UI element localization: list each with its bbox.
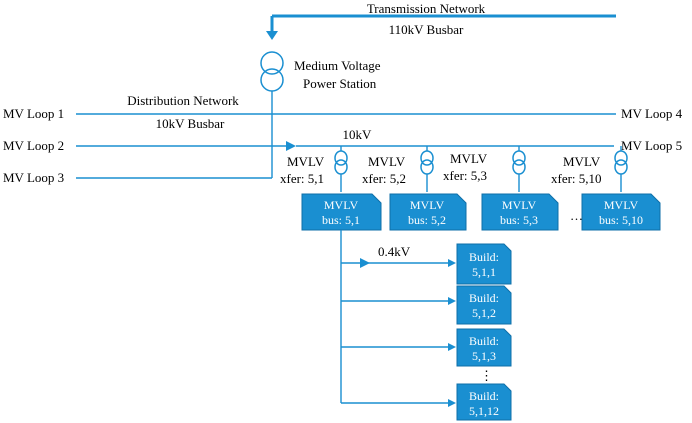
build-5-1-3-line1: Build: <box>469 334 499 348</box>
mvlv-xfer-5-1-icon <box>334 146 348 192</box>
build-5-1-2-line1: Build: <box>469 291 499 305</box>
mvlv-bus-5-10: MVLV bus: 5,10 <box>581 193 661 231</box>
lv-branch-1-end-arrow <box>448 259 456 267</box>
mvlv-xfer-5-3-icon <box>512 146 526 192</box>
building-5-1-1: Build: 5,1,1 <box>456 243 512 285</box>
mvlv-bus-5-3: MVLV bus: 5,3 <box>481 193 559 231</box>
build-5-1-2-line2: 5,1,2 <box>472 306 496 320</box>
xfer-5-10-label-line2: xfer: 5,10 <box>551 171 602 186</box>
building-5-1-2: Build: 5,1,2 <box>456 285 512 325</box>
10kv-busbar-label: 10kV Busbar <box>156 116 225 131</box>
building-5-1-3: Build: 5,1,3 <box>456 328 512 367</box>
xfer-5-10-label-line1: MVLV <box>563 154 601 169</box>
distribution-network-label: Distribution Network <box>127 93 239 108</box>
mvlv-bus-5-1: MVLV bus: 5,1 <box>301 193 382 231</box>
xfer-5-1-label-line2: xfer: 5,1 <box>280 171 324 186</box>
build-5-1-3-line2: 5,1,3 <box>472 349 496 363</box>
mv-loop-3-label: MV Loop 3 <box>3 170 64 185</box>
mvlv-xfer-5-2-icon <box>420 146 434 192</box>
mv-loop-2-arrow <box>286 141 296 151</box>
mv-loop-5-label: MV Loop 5 <box>621 138 682 153</box>
station-feed-arrow <box>266 31 278 40</box>
building-5-1-12: Build: 5,1,12 <box>456 383 512 421</box>
bus-5-10-line1: MVLV <box>604 198 639 212</box>
station-label-line2: Power Station <box>303 76 377 91</box>
xfer-5-1-label-line1: MVLV <box>287 154 325 169</box>
build-5-1-12-line1: Build: <box>469 389 499 403</box>
bus-5-2-line1: MVLV <box>410 198 445 212</box>
mvlv-xfer-5-10-icon <box>614 146 628 192</box>
xfer-5-2-label-line2: xfer: 5,2 <box>362 171 406 186</box>
build-5-1-12-line2: 5,1,12 <box>469 404 499 418</box>
lv-branch-2-arrow <box>448 297 456 305</box>
lv-branch-1-arrow <box>360 258 370 268</box>
10kv-voltage-label: 10kV <box>343 127 373 142</box>
build-5-1-1-line1: Build: <box>469 250 499 264</box>
bus-5-1-line1: MVLV <box>324 198 359 212</box>
xfer-5-3-label-line2: xfer: 5,3 <box>443 168 487 183</box>
lv-branch-3-arrow <box>448 343 456 351</box>
bus-ellipsis: … <box>570 208 583 223</box>
bus-5-2-line2: bus: 5,2 <box>408 213 446 227</box>
build-5-1-1-line2: 5,1,1 <box>472 265 496 279</box>
station-label-line1: Medium Voltage <box>294 58 381 73</box>
mv-loop-4-label: MV Loop 4 <box>621 106 683 121</box>
bus-5-10-line2: bus: 5,10 <box>599 213 643 227</box>
lv-branch-4-arrow <box>448 399 456 407</box>
main-transformer-icon <box>260 51 284 92</box>
bus-5-3-line1: MVLV <box>502 198 537 212</box>
transmission-network-label: Transmission Network <box>367 1 486 16</box>
xfer-5-2-label-line1: MVLV <box>368 154 406 169</box>
bus-5-1-line2: bus: 5,1 <box>322 213 360 227</box>
mv-loop-1-label: MV Loop 1 <box>3 106 64 121</box>
04kv-voltage-label: 0.4kV <box>378 244 411 259</box>
mv-loop-2-label: MV Loop 2 <box>3 138 64 153</box>
110kv-busbar-label: 110kV Busbar <box>389 22 464 37</box>
building-ellipsis: ⋮ <box>480 368 493 383</box>
mvlv-bus-5-2: MVLV bus: 5,2 <box>389 193 467 231</box>
xfer-5-3-label-line1: MVLV <box>450 151 488 166</box>
bus-5-3-line2: bus: 5,3 <box>500 213 538 227</box>
